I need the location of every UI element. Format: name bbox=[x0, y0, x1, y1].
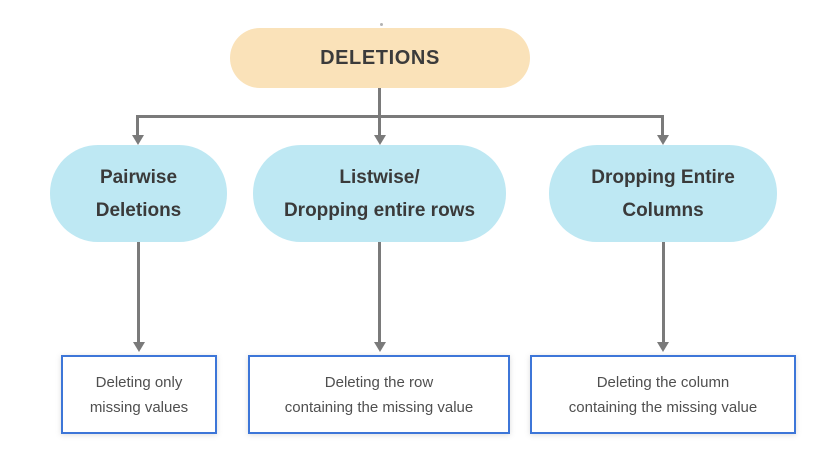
stray-dot bbox=[380, 23, 383, 26]
node-pairwise-line1: Pairwise bbox=[99, 166, 178, 188]
leaf-listwise-line2: containing the missing value bbox=[284, 398, 474, 416]
arrowhead-to-listwise bbox=[373, 135, 386, 145]
node-listwise-line2: Dropping entire rows bbox=[283, 199, 476, 221]
leaf-deleting-row: Deleting the row containing the missing … bbox=[248, 355, 510, 434]
node-pairwise-line2: Deletions bbox=[95, 199, 182, 221]
connector-pairwise-stem bbox=[137, 242, 140, 342]
node-deletions: DELETIONS bbox=[230, 28, 530, 88]
arrowhead-to-leaf-listwise bbox=[373, 342, 386, 352]
node-deletions-label: DELETIONS bbox=[320, 46, 440, 69]
node-columns-line1: Dropping Entire bbox=[591, 166, 735, 188]
leaf-pairwise-line2: missing values bbox=[89, 398, 189, 416]
connector-drop-right bbox=[661, 115, 664, 136]
arrowhead-to-leaf-columns bbox=[657, 342, 669, 352]
leaf-deleting-column: Deleting the column containing the missi… bbox=[530, 355, 796, 434]
leaf-deleting-missing-values: Deleting only missing values bbox=[61, 355, 217, 434]
leaf-columns-line1: Deleting the column bbox=[596, 373, 730, 391]
connector-root-stem bbox=[378, 88, 381, 136]
node-dropping-columns: Dropping Entire Columns bbox=[549, 145, 777, 242]
leaf-listwise-line1: Deleting the row bbox=[324, 373, 434, 391]
connector-columns-stem bbox=[661, 242, 665, 342]
arrowhead-to-leaf-pairwise bbox=[132, 342, 145, 352]
connector-branch-line bbox=[136, 115, 664, 118]
node-columns-line2: Columns bbox=[622, 199, 704, 221]
node-listwise-line1: Listwise/ bbox=[339, 166, 420, 188]
connector-drop-left bbox=[136, 115, 139, 136]
arrowhead-to-columns bbox=[656, 135, 669, 145]
arrowhead-to-pairwise bbox=[131, 135, 144, 145]
leaf-columns-line2: containing the missing value bbox=[568, 398, 758, 416]
node-listwise-deletions: Listwise/ Dropping entire rows bbox=[253, 145, 506, 242]
connector-listwise-stem bbox=[378, 242, 381, 342]
leaf-pairwise-line1: Deleting only bbox=[95, 373, 183, 391]
node-pairwise-deletions: Pairwise Deletions bbox=[50, 145, 227, 242]
